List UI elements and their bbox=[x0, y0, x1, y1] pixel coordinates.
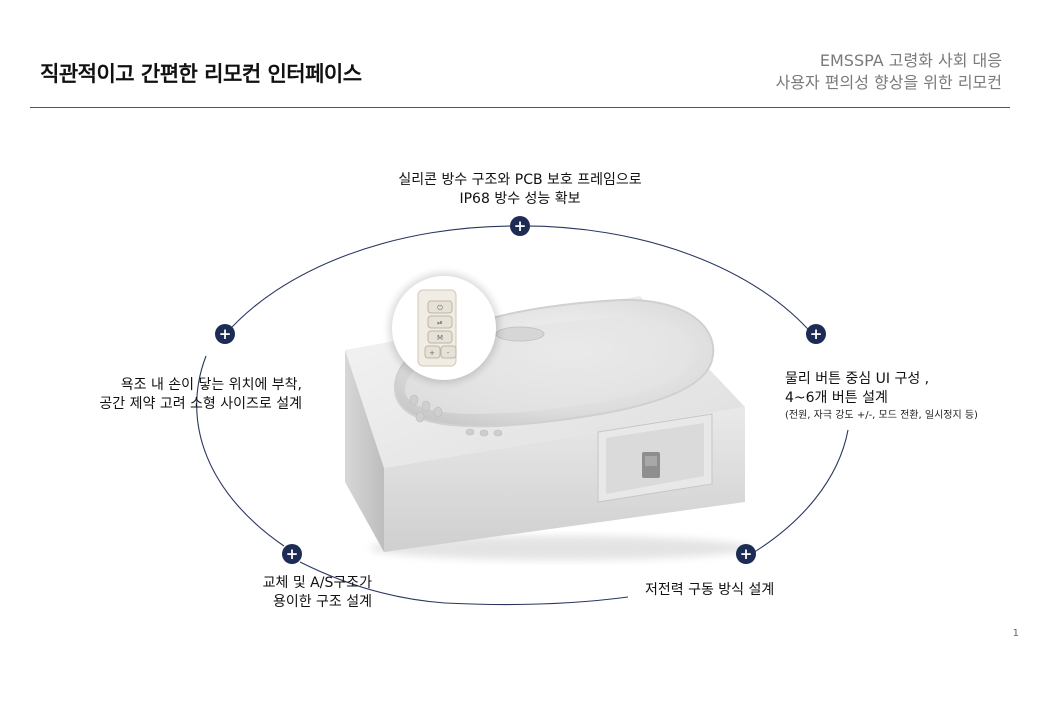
callout-mounting-line-1: 욕조 내 손이 닿는 위치에 부착, bbox=[120, 377, 302, 393]
callout-physical-buttons: 물리 버튼 중심 UI 구성 , 4~6개 버튼 설계 (전원, 자극 강도 +… bbox=[785, 370, 1025, 423]
callout-buttons-note: (전원, 자극 강도 +/-, 모드 전환, 일시정지 등) bbox=[785, 410, 978, 421]
callout-buttons-line-1: 물리 버튼 중심 UI 구성 , bbox=[785, 371, 930, 387]
callout-buttons-line-2: 4~6개 버튼 설계 bbox=[785, 390, 888, 406]
plus-marker-right-icon: + bbox=[806, 324, 826, 344]
remote-plus-button bbox=[424, 345, 441, 359]
callout-mounting: 욕조 내 손이 닿는 위치에 부착, 공간 제약 고려 소형 사이즈로 설계 bbox=[40, 376, 302, 414]
power-icon: ⏻ bbox=[437, 304, 443, 312]
remote-control: ⏻ ⏯ M + - bbox=[424, 300, 457, 359]
callout-waterproof-line-1: 실리콘 방수 구조와 PCB 보호 프레임으로 bbox=[398, 172, 642, 188]
callout-power-line-1: 저전력 구동 방식 설계 bbox=[645, 582, 775, 598]
callout-serviceability: 교체 및 A/S구조가 용이한 구조 설계 bbox=[222, 574, 372, 612]
header-subtitle: EMSSPA 고령화 사회 대응 사용자 편의성 향상을 위한 리모컨 bbox=[776, 50, 1002, 94]
plus-marker-top-icon: + bbox=[510, 216, 530, 236]
plus-marker-bottom-left-icon: + bbox=[282, 544, 302, 564]
plus-marker-left-icon: + bbox=[215, 324, 235, 344]
remote-minus-button bbox=[440, 345, 457, 359]
minus-label: - bbox=[447, 349, 450, 357]
remote-play-pause-button bbox=[427, 315, 453, 329]
callout-service-line-2: 용이한 구조 설계 bbox=[272, 594, 372, 610]
callout-service-line-1: 교체 및 A/S구조가 bbox=[262, 575, 372, 591]
subtitle-line-2: 사용자 편의성 향상을 위한 리모컨 bbox=[775, 73, 1002, 92]
mode-label: M bbox=[437, 334, 443, 342]
page-number: 1 bbox=[1012, 628, 1019, 639]
page-title: 직관적이고 간편한 리모컨 인터페이스 bbox=[40, 62, 362, 86]
connector-ellipse bbox=[196, 225, 849, 606]
plus-marker-bottom-right-icon: + bbox=[736, 544, 756, 564]
callout-mounting-line-2: 공간 제약 고려 소형 사이즈로 설계 bbox=[99, 396, 302, 412]
play-pause-icon: ⏯ bbox=[437, 319, 443, 327]
callout-low-power: 저전력 구동 방식 설계 bbox=[645, 581, 845, 600]
plus-label: + bbox=[429, 349, 435, 357]
remote-power-button bbox=[427, 300, 453, 314]
remote-mode-button bbox=[427, 330, 453, 344]
callout-waterproof-line-2: IP68 방수 성능 확보 bbox=[459, 191, 581, 207]
subtitle-line-1: EMSSPA 고령화 사회 대응 bbox=[819, 51, 1002, 70]
callout-waterproof: 실리콘 방수 구조와 PCB 보호 프레임으로 IP68 방수 성능 확보 bbox=[380, 171, 660, 209]
header-divider bbox=[30, 107, 1010, 108]
